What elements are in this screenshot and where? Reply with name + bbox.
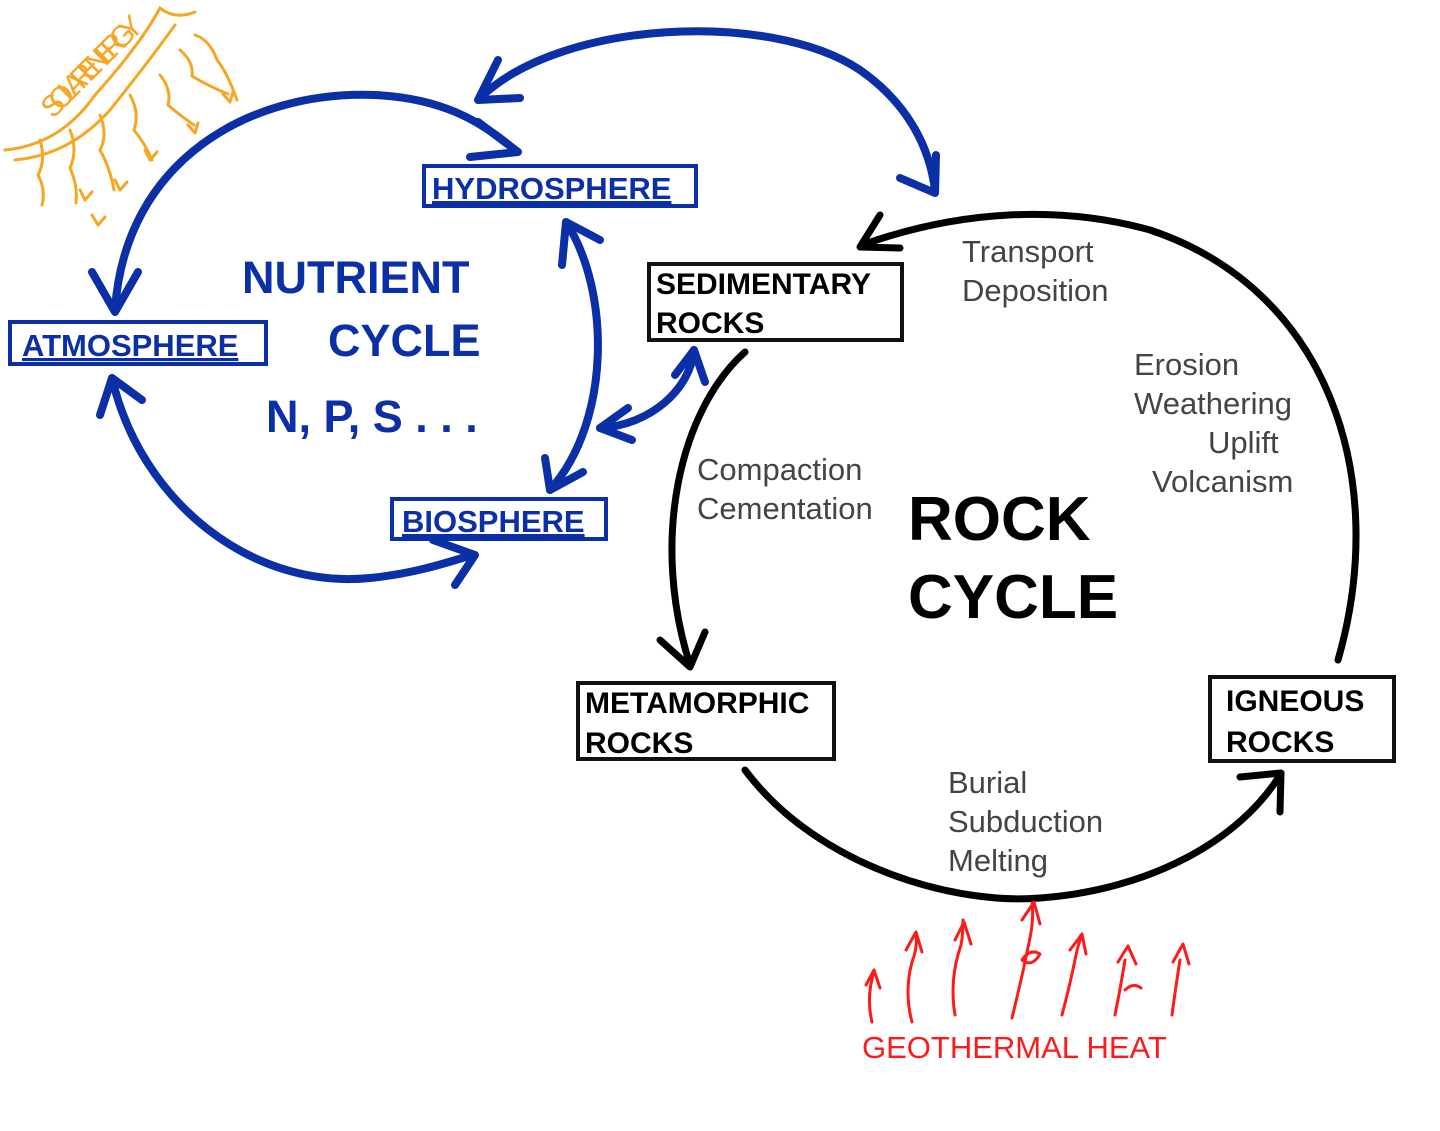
arrowhead-to-hydrosphere <box>466 118 522 161</box>
arc-atmosphere-hydrosphere <box>111 90 519 314</box>
atmosphere-label: ATMOSPHERE <box>22 328 238 363</box>
arrowhead-to-sedimentary-2 <box>671 346 709 386</box>
arrowhead-to-arc <box>596 404 636 444</box>
igneous-label-line2: ROCKS <box>1226 726 1334 759</box>
arc-metamorphic-igneous <box>741 766 1284 903</box>
sedimentary-rocks-node: SEDIMENTARY ROCKS <box>647 262 904 342</box>
process-subduction: Subduction <box>948 804 1103 839</box>
process-erosion: Erosion <box>1134 347 1239 382</box>
arc-hydrosphere-biosphere <box>546 218 602 494</box>
metamorphic-label-line1: METAMORPHIC <box>585 687 809 720</box>
nutrient-cycle-title-line2: CYCLE <box>328 315 481 366</box>
arrowhead-to-igneous <box>1236 769 1285 816</box>
geothermal-heat-icon <box>864 900 1191 1024</box>
process-compaction: Compaction <box>697 452 862 487</box>
arrowhead-to-biosphere <box>429 536 479 589</box>
hydrosphere-label: HYDROSPHERE <box>432 171 671 206</box>
process-transport: Transport <box>962 234 1094 269</box>
sedimentary-label-line2: ROCKS <box>656 307 764 340</box>
process-melting: Melting <box>948 843 1048 878</box>
rock-cycle-title-line2: CYCLE <box>908 563 1118 632</box>
sun-icon <box>3 5 239 227</box>
solar-energy-label: SOLAR ENERGY <box>35 9 150 124</box>
process-burial: Burial <box>948 765 1027 800</box>
rock-cycle-arrows <box>656 210 1360 903</box>
process-deposition: Deposition <box>962 273 1108 308</box>
igneous-rocks-node: IGNEOUS ROCKS <box>1208 675 1396 763</box>
arc-atmosphere-biosphere <box>108 374 476 584</box>
process-cementation: Cementation <box>697 491 873 526</box>
arc-biosphere-sedimentary <box>596 346 698 432</box>
arc-igneous-sedimentary <box>858 210 1360 664</box>
arrowhead-to-biosphere-2 <box>541 454 587 494</box>
nutrient-elements: N, P, S . . . <box>266 391 478 442</box>
nutrient-cycle-arrows <box>88 27 940 589</box>
arrowhead-to-sedimentary <box>896 151 940 197</box>
process-weathering: Weathering <box>1134 386 1292 421</box>
arrowhead-to-hydrosphere-3 <box>474 56 524 104</box>
arrowhead-to-atmosphere <box>88 268 142 316</box>
atmosphere-node: ATMOSPHERE <box>8 320 268 366</box>
process-uplift: Uplift <box>1208 425 1279 460</box>
arrowhead-to-sedimentary-3 <box>856 211 904 252</box>
metamorphic-rocks-node: METAMORPHIC ROCKS <box>576 681 836 761</box>
arc-hydrosphere-sedimentary <box>476 27 939 194</box>
arrowhead-to-metamorphic <box>656 628 709 671</box>
arc-sedimentary-metamorphic <box>668 348 749 669</box>
nutrient-cycle-title-line1: NUTRIENT <box>242 252 469 303</box>
biosphere-label: BIOSPHERE <box>402 504 585 539</box>
geothermal-heat-label: GEOTHERMAL HEAT <box>862 1030 1167 1065</box>
igneous-label-line1: IGNEOUS <box>1226 685 1364 718</box>
arrowhead-to-hydrosphere-2 <box>558 218 604 269</box>
hydrosphere-node: HYDROSPHERE <box>422 164 698 208</box>
rock-cycle-title-line1: ROCK <box>908 485 1091 554</box>
process-volcanism: Volcanism <box>1152 464 1293 499</box>
biosphere-node: BIOSPHERE <box>390 497 608 541</box>
metamorphic-label-line2: ROCKS <box>585 727 693 760</box>
sedimentary-label-line1: SEDIMENTARY <box>656 268 871 301</box>
arrowhead-to-atmosphere-2 <box>96 374 146 419</box>
